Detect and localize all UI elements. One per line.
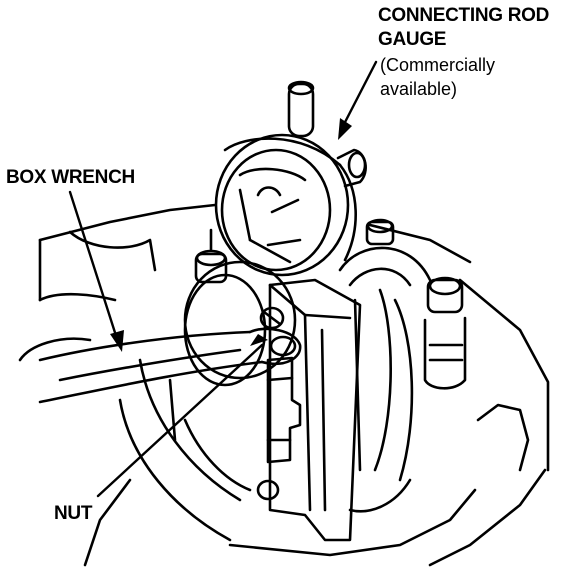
gauge-bracket — [270, 280, 360, 540]
box-wrench-label: BOX WRENCH — [6, 167, 135, 188]
rod-cap-right — [340, 248, 430, 511]
gauge-note-line1: (Commercially — [380, 55, 496, 75]
gauge-note-line2: available) — [380, 79, 458, 99]
nut-label: NUT — [54, 503, 93, 524]
nut — [261, 308, 283, 328]
leader-lines — [70, 62, 376, 496]
wrench-arrowhead — [110, 330, 124, 352]
engine-block — [20, 205, 548, 565]
bolt-right — [425, 278, 465, 388]
gauge-arrowhead — [338, 118, 352, 140]
bolt-top-right — [367, 220, 393, 244]
gauge-label-line2: GAUGE — [378, 29, 447, 50]
bolt-top-left — [196, 230, 226, 282]
nut-arrowhead — [250, 334, 268, 346]
gauge-label-line1: CONNECTING ROD — [378, 5, 550, 26]
dial-gauge — [216, 82, 366, 275]
box-wrench — [40, 329, 300, 402]
gauge-stem — [258, 358, 300, 499]
